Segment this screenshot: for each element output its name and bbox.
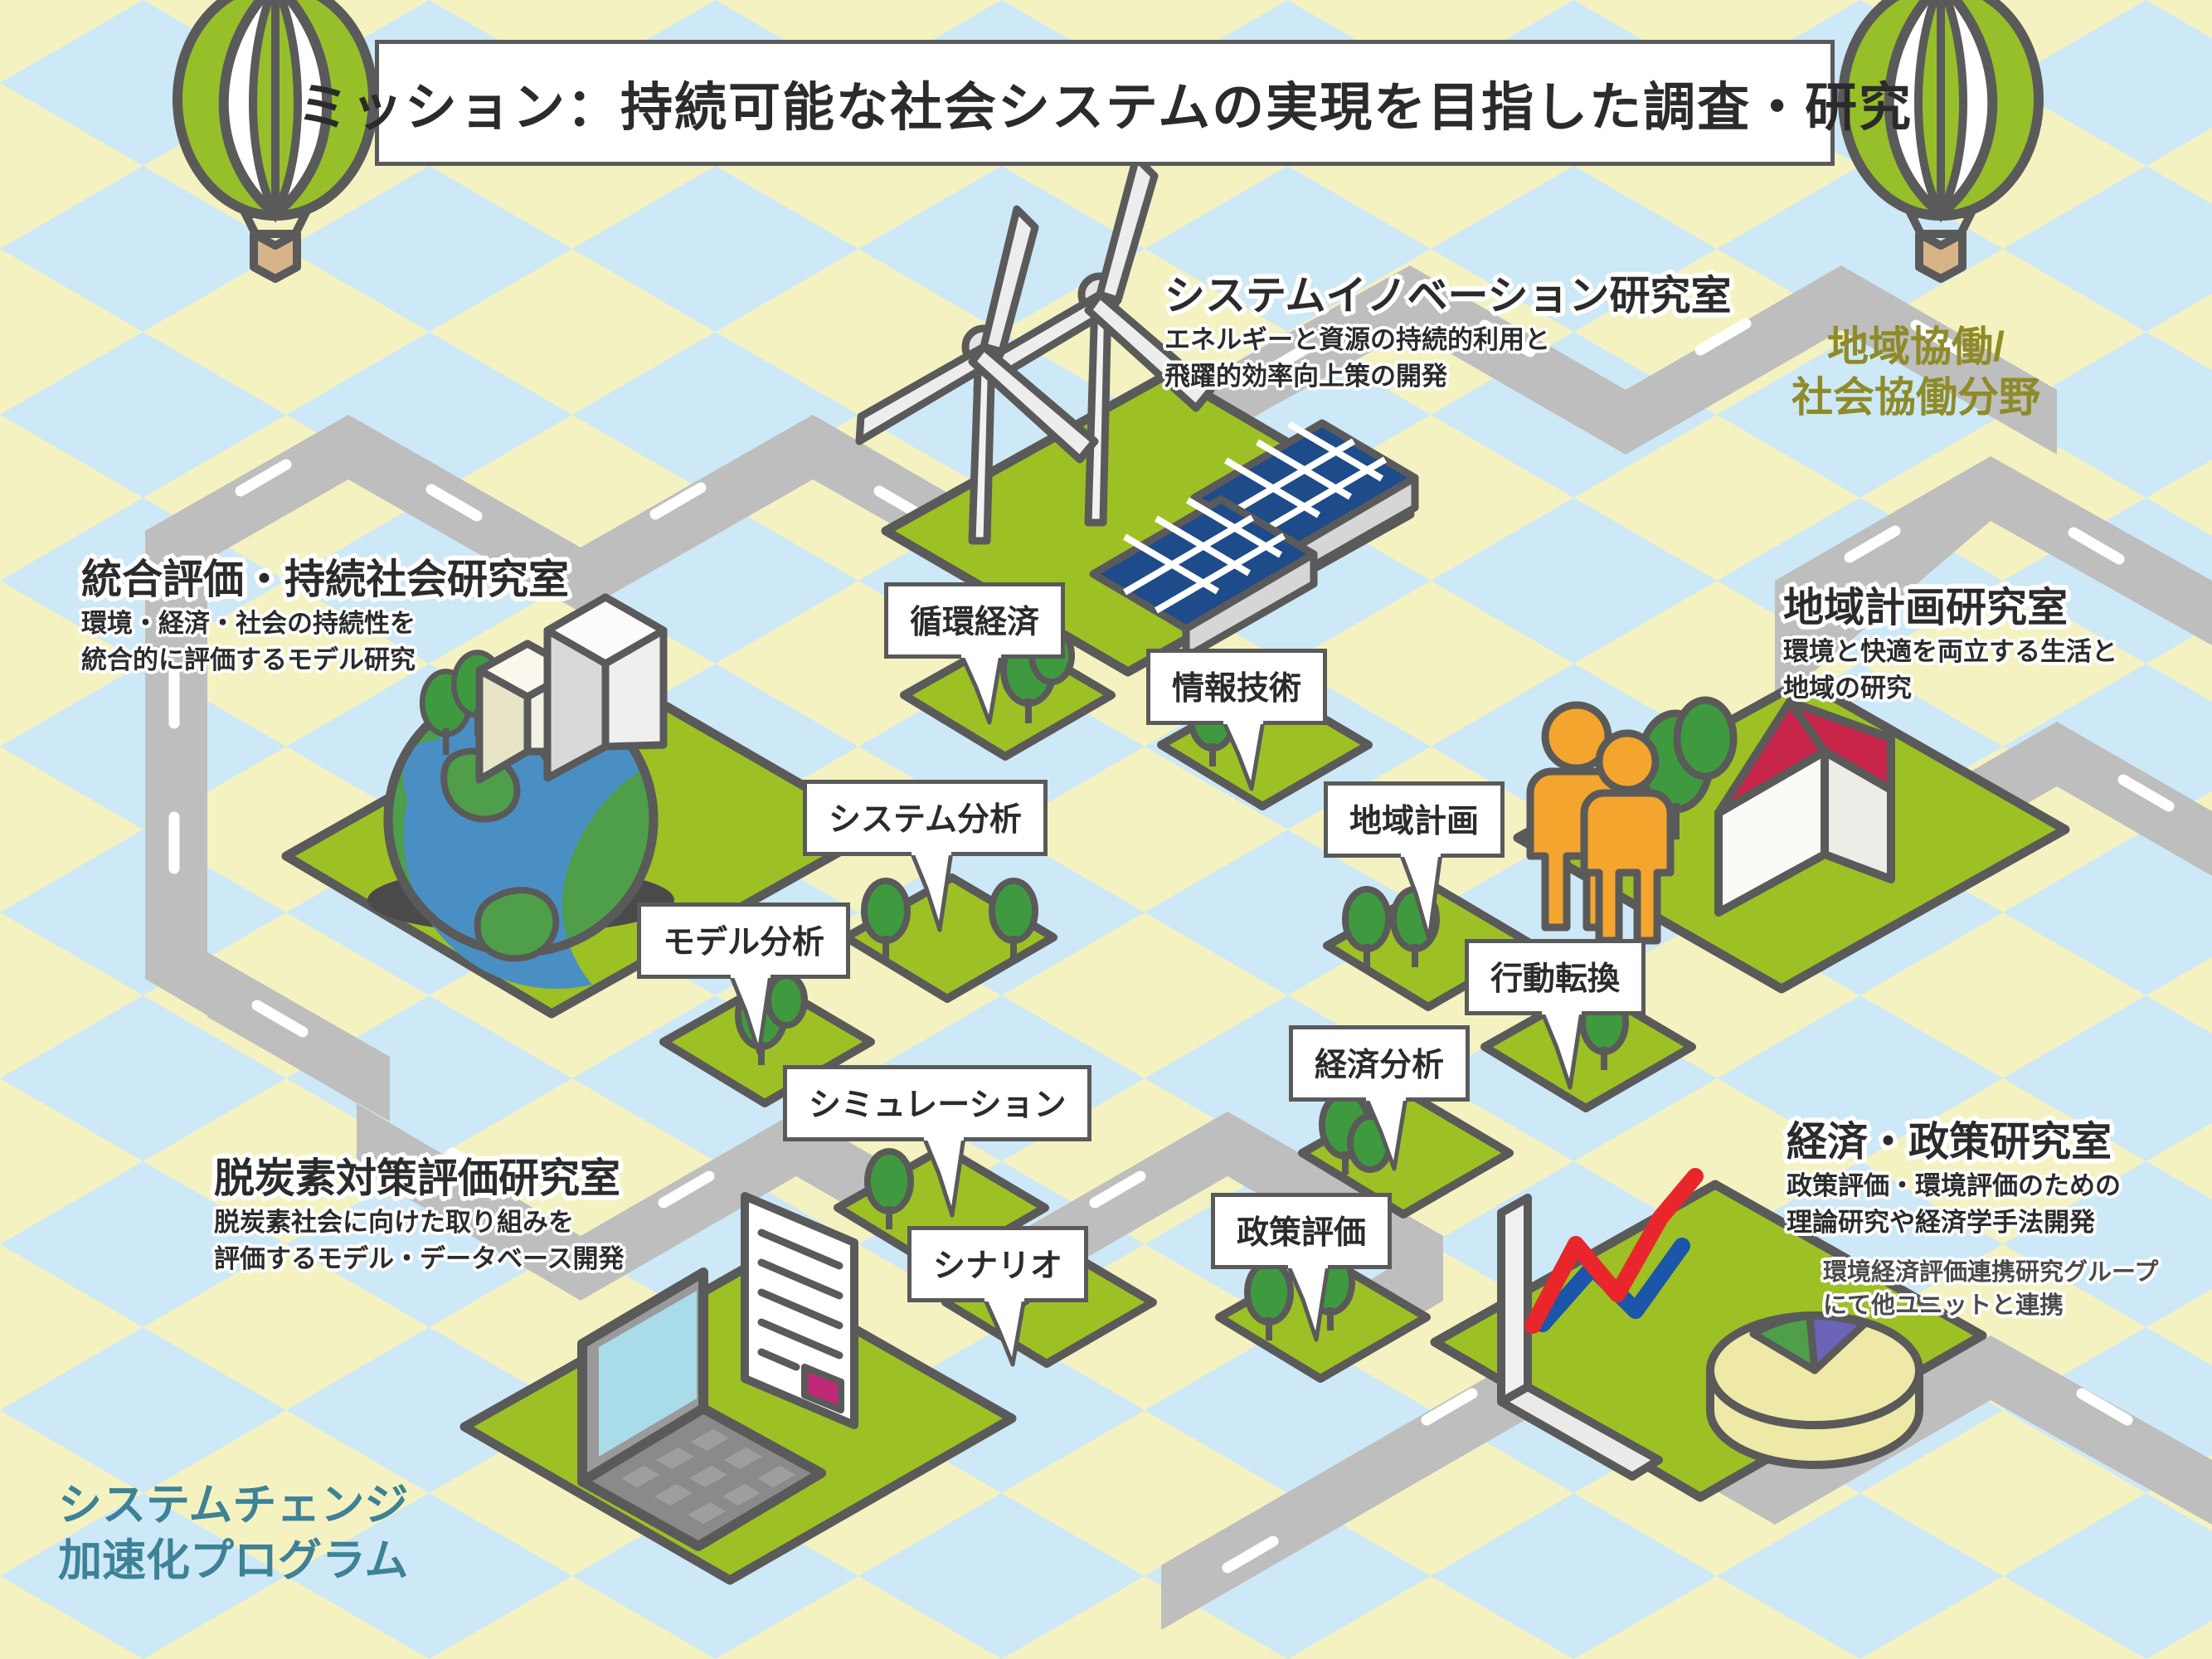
bar-chart-axes [1497,1168,1704,1481]
lab-economics-policy: 経済・政策研究室 政策評価・環境評価のための 理論研究や経済学手法開発 環境経済… [1787,1120,2158,1322]
solar-panel-front [1089,495,1318,661]
callout-tail [1398,854,1443,942]
callout-label: 政策評価 [1237,1215,1367,1251]
lab-decarbonization-assessment: 脱炭素対策評価研究室 脱炭素社会に向けた取り組みを 評価するモデル・データベース… [214,1156,624,1276]
callout-label: シミュレーション [809,1087,1067,1123]
callout-tail [728,975,772,1055]
hot-air-balloon-left [173,0,378,283]
building-large [543,593,668,782]
lab-regional-planning: 地域計画研究室 環境と快適を両立する生活と 地域の研究 [1783,586,2117,705]
keyword-plot-policy-evaluation [1215,1249,1431,1383]
laptop-illustration [577,1267,826,1551]
callout-tail [1539,1011,1584,1090]
tree-beside-house [1636,696,1738,839]
callout-information-tech[interactable]: 情報技術 [1146,649,1328,791]
callout-circular-economy[interactable]: 循環経済 [884,582,1066,725]
callout-tail [982,1298,1027,1367]
lab-desc-line2: 理論研究や経済学手法開発 [1787,1208,2095,1238]
callout-tail [1364,1097,1408,1171]
house-illustration [1714,698,1895,917]
callout-label: シナリオ [933,1248,1063,1284]
wind-turbine-back [973,153,1215,527]
callout-label: 行動転換 [1490,961,1621,997]
lab-title: 脱炭素対策評価研究室 [214,1156,621,1201]
lab-desc-line2: 統合的に評価するモデル研究 [81,645,416,675]
callout-tail [921,1137,966,1218]
mission-title-banner: ミッション：持続可能な社会システムの実現を目指した調査・研究 [297,40,1911,166]
program-label-line2: 加速化プログラム [58,1535,409,1585]
hot-air-balloon-right [1838,0,2044,283]
callout-label: 地域計画 [1349,804,1480,839]
callout-label: モデル分析 [663,925,825,961]
sector-label-regional-collaboration: 地域協働/ 社会協働分野 [1791,322,2040,423]
lab-title: 経済・政策研究室 [1787,1120,2112,1165]
callout-label: システム分析 [829,802,1022,838]
lab-system-innovation: システムイノベーション研究室 エネルギーと資源の持続的利用と 飛躍的効率向上策の… [1164,274,1732,393]
lab-desc-line1: エネルギーと資源の持続的利用と [1164,324,1550,354]
callout-label: 情報技術 [1172,671,1302,707]
program-label-line1: システムチェンジ [58,1481,409,1530]
keyword-plot-system-analysis [842,873,1057,1003]
pie-chart-illustration [1706,1311,1923,1469]
callout-behavior-change[interactable]: 行動転換 [1465,939,1646,1090]
keyword-plot-simulation [834,1144,1049,1273]
lab-desc-line2: 飛躍的効率向上策の開発 [1164,362,1447,392]
callout-regional-planning[interactable]: 地域計画 [1324,781,1505,942]
sector-label-line2: 社会協働分野 [1791,374,2040,421]
lab-title: 統合評価・持続社会研究室 [81,557,570,602]
callout-scenario[interactable]: シナリオ [907,1226,1089,1367]
lab-desc-line2: 評価するモデル・データベース開発 [214,1244,625,1274]
callout-simulation[interactable]: シミュレーション [783,1065,1092,1218]
lab-desc-line1: 環境・経済・社会の持続性を [81,608,416,638]
page-title: ミッション：持続可能な社会システムの実現を目指した調査・研究 [296,78,1913,137]
callout-tail [959,654,1004,725]
lab-desc-line1: 環境と快適を両立する生活と [1783,636,2117,666]
keyword-plot-regional-planning [1323,882,1539,1011]
callout-model-analysis[interactable]: モデル分析 [637,902,851,1055]
wind-turbine-front [855,205,1099,545]
callout-tail [1286,1265,1330,1342]
lab-desc-line1: 脱炭素社会に向けた取り組みを [214,1207,574,1237]
lab-title: システムイノベーション研究室 [1164,274,1732,319]
people-illustration [1526,701,1675,945]
sector-label-line1: 地域協働/ [1827,324,2005,370]
callout-label: 経済分析 [1315,1048,1445,1083]
program-label-system-change: システムチェンジ 加速化プログラム [58,1478,408,1589]
lab-note-line1: 環境経済評価連携研究グループ [1823,1259,2159,1287]
callout-system-analysis[interactable]: システム分析 [803,780,1048,932]
lab-title: 地域計画研究室 [1783,586,2069,630]
callout-tail [1221,721,1266,791]
lab-note-line2: にて他ユニットと連携 [1823,1292,2064,1320]
callout-label: 循環経済 [910,605,1040,640]
globe-illustration [367,593,674,990]
callout-policy-evaluation[interactable]: 政策評価 [1211,1193,1393,1342]
callout-tail [909,852,954,932]
lab-desc-line1: 政策評価・環境評価のための [1787,1170,2121,1200]
lab-integrated-assessment: 統合評価・持続社会研究室 環境・経済・社会の持続性を 統合的に評価するモデル研究 [81,557,569,677]
document-illustration [741,1192,858,1429]
lab-desc-line2: 地域の研究 [1783,674,1912,703]
callout-economic-analysis[interactable]: 経済分析 [1289,1025,1471,1171]
